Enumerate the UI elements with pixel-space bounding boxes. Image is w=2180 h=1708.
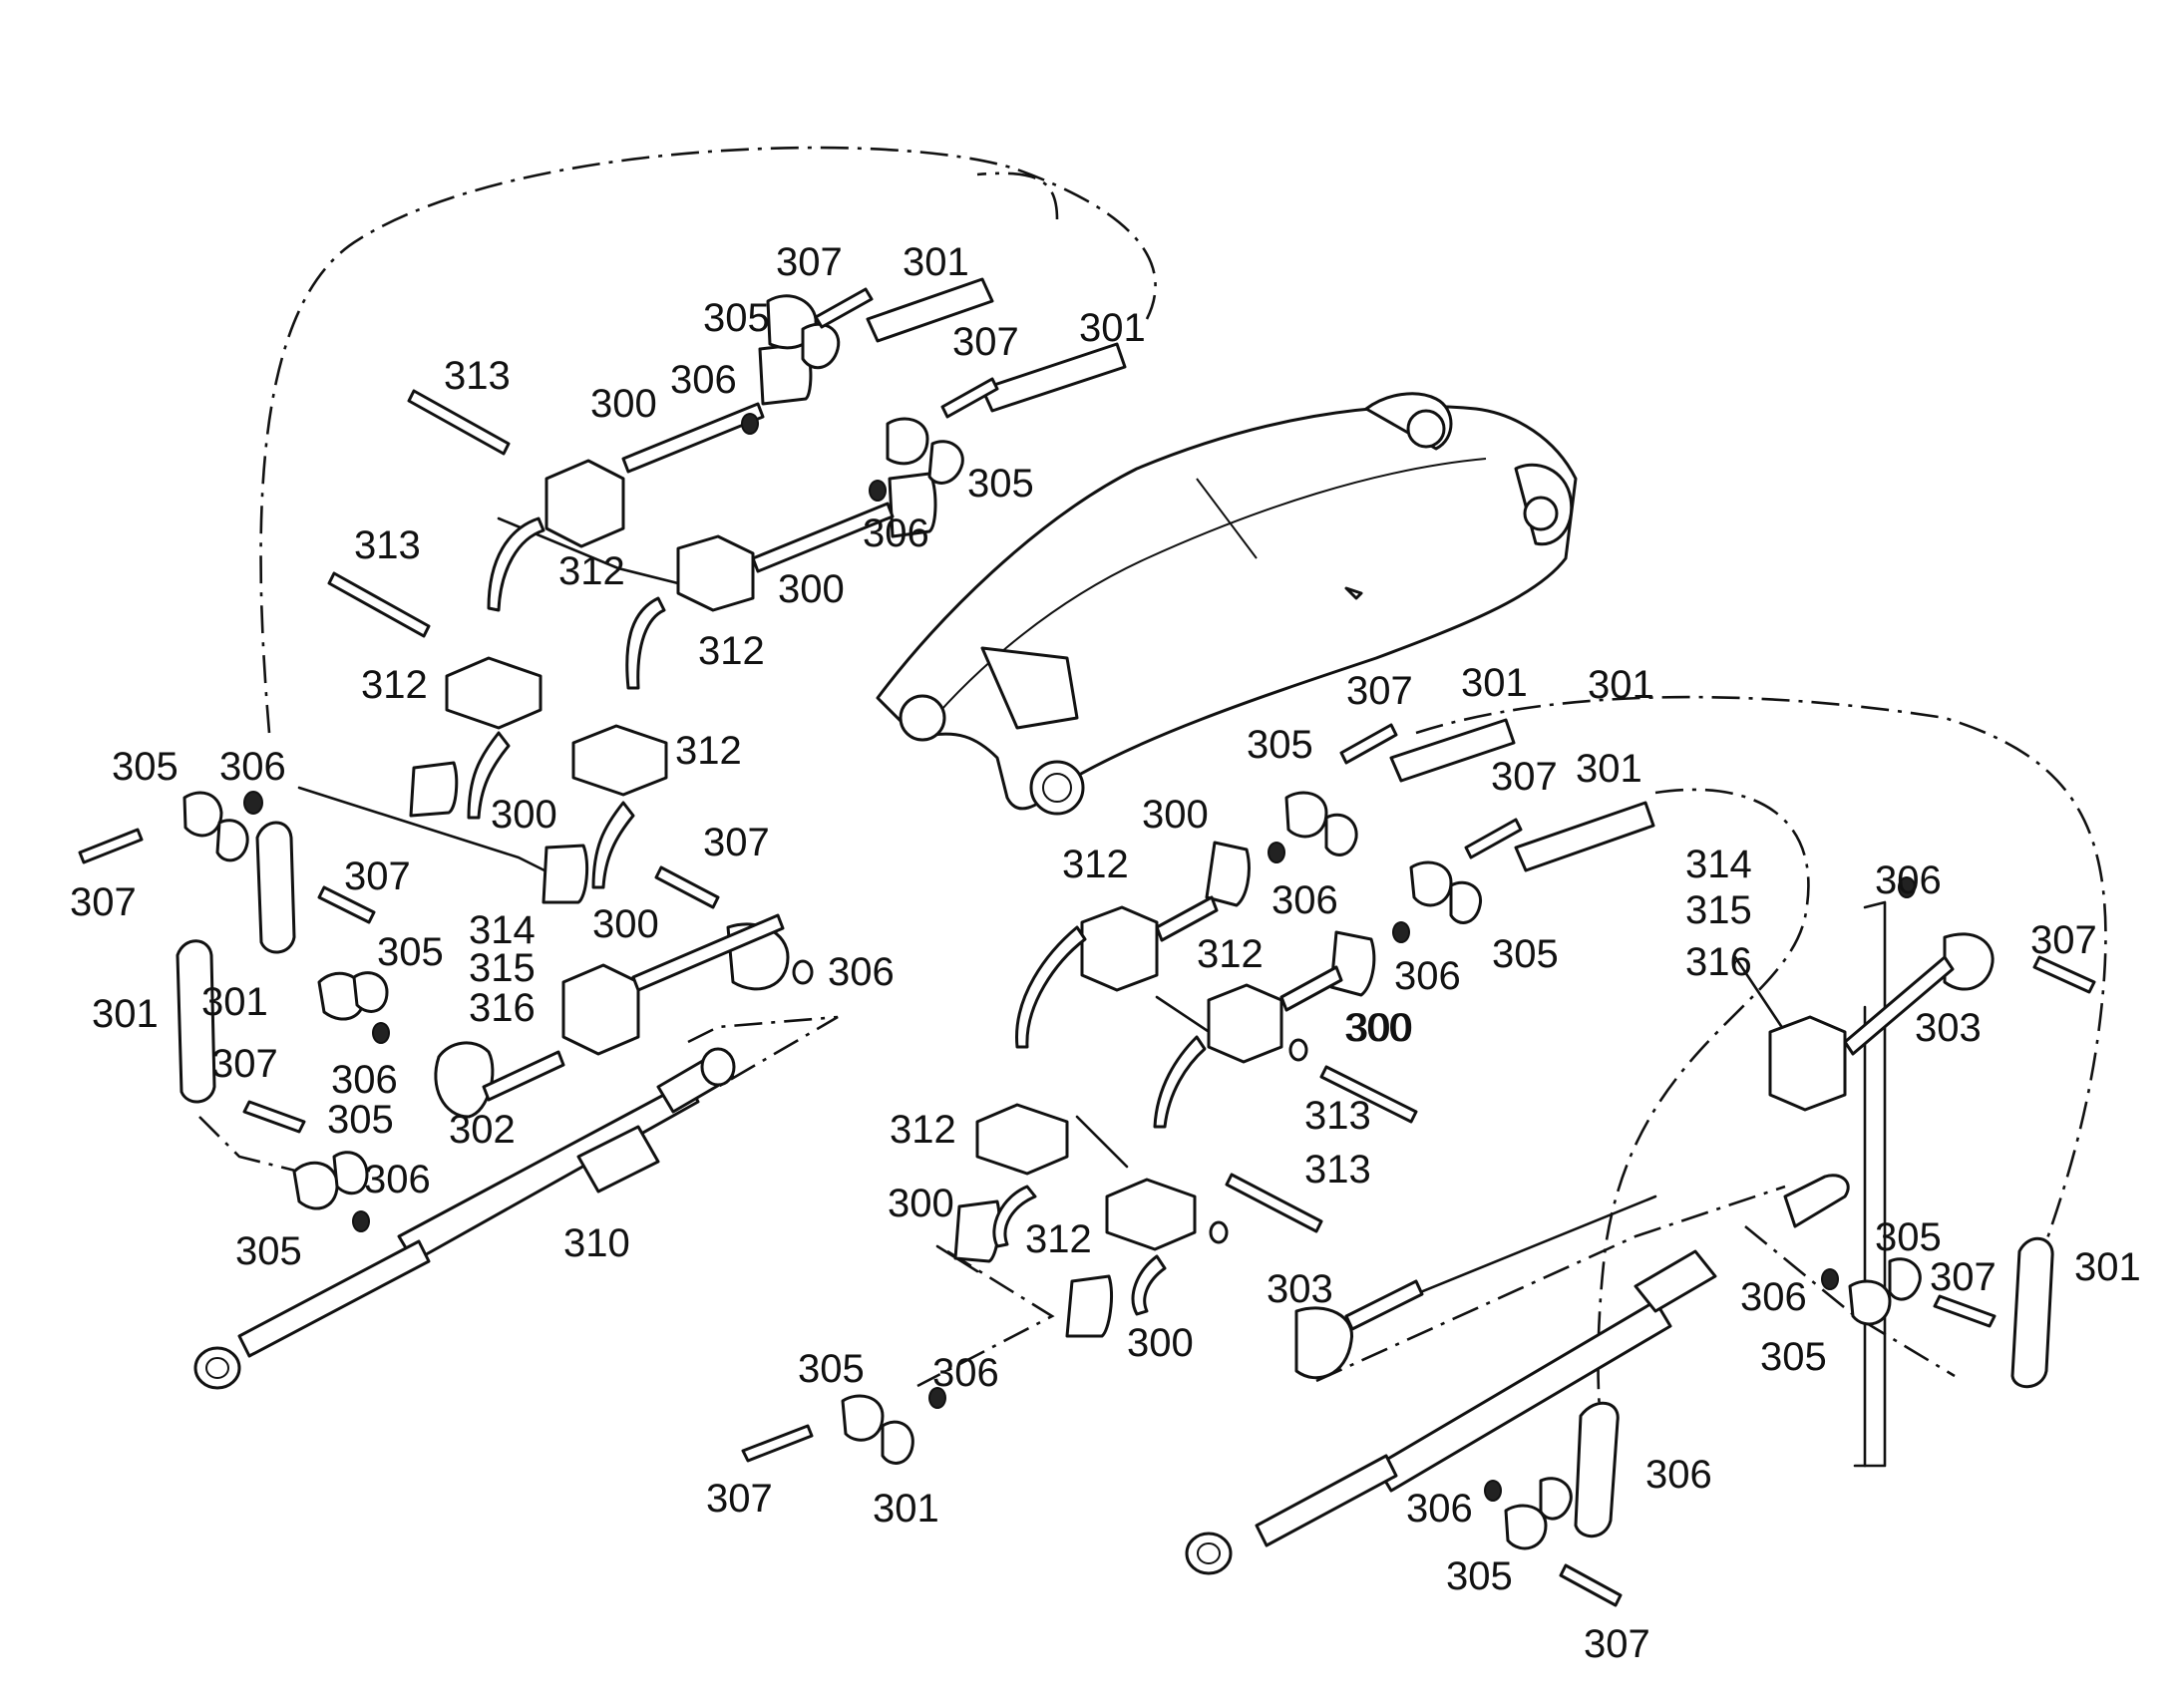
clamp-blocks [445, 459, 1847, 1251]
label: 300 [491, 793, 557, 837]
label: 301 [92, 992, 159, 1036]
label: 300 [1346, 1006, 1413, 1050]
label: 306 [863, 512, 929, 555]
label: 300 [590, 382, 657, 426]
flanges [409, 342, 1995, 1380]
label: 312 [558, 549, 625, 593]
label: 307 [70, 880, 137, 924]
label: 313 [444, 354, 511, 398]
label: 307 [2030, 918, 2097, 962]
label: 316 [1685, 940, 1752, 984]
label: 312 [361, 663, 428, 707]
label: 305 [1760, 1335, 1827, 1379]
label: 301 [2074, 1245, 2141, 1289]
label: 300 [1127, 1321, 1194, 1365]
bolts [78, 287, 2096, 1607]
label: 301 [1079, 306, 1146, 350]
label: 302 [449, 1108, 516, 1152]
label: 307 [776, 240, 843, 284]
label: 305 [1446, 1554, 1513, 1598]
label: 306 [219, 745, 286, 789]
label: 306 [1394, 954, 1461, 998]
label: 307 [1491, 755, 1558, 799]
label: 307 [952, 320, 1019, 364]
label: 310 [563, 1221, 630, 1265]
seals [243, 413, 1916, 1502]
label: 306 [1875, 858, 1942, 902]
label: 312 [1025, 1217, 1092, 1261]
label: 312 [1062, 843, 1129, 886]
label: 305 [1247, 723, 1313, 767]
label: 307 [1584, 1622, 1650, 1666]
label: 305 [112, 745, 179, 789]
label: 307 [344, 854, 411, 898]
label: 300 [1142, 793, 1209, 837]
label: 306 [1740, 1275, 1807, 1319]
label: 314 [469, 908, 536, 952]
label: 307 [211, 1042, 278, 1086]
label: 307 [706, 1477, 773, 1521]
label: 315 [1685, 888, 1752, 932]
label: 313 [1304, 1148, 1371, 1192]
label: 301 [903, 240, 969, 284]
label: 312 [1197, 932, 1264, 976]
label: 306 [364, 1158, 431, 1201]
label: 307 [1930, 1255, 1997, 1299]
routing-lines [198, 146, 2107, 1447]
label: 312 [675, 729, 742, 773]
label: 313 [1304, 1094, 1371, 1138]
tubes [482, 402, 1955, 1331]
half-clamps [182, 294, 1922, 1550]
label: 305 [1492, 932, 1559, 976]
label: 301 [1461, 661, 1528, 705]
label: 305 [967, 462, 1034, 506]
hoses [176, 277, 2054, 1538]
label: 313 [354, 523, 421, 567]
label: 314 [1685, 843, 1752, 886]
cylinder-right [1185, 1174, 1850, 1575]
label: 306 [1645, 1453, 1712, 1497]
label: 301 [873, 1487, 939, 1531]
label: 303 [1267, 1267, 1333, 1311]
label: 301 [1576, 747, 1642, 791]
label: 306 [331, 1058, 398, 1102]
cylinder-left [193, 1047, 736, 1390]
label: 307 [1346, 669, 1413, 713]
label: 305 [798, 1347, 865, 1391]
label: 300 [592, 902, 659, 946]
label: 312 [698, 629, 765, 673]
pipe-elbows [467, 516, 1207, 1316]
label: 300 [778, 567, 845, 611]
label: 305 [327, 1098, 394, 1142]
label: 306 [932, 1351, 999, 1395]
part-labels: 307 301 305 307 301 313 300 306 305 306 … [70, 240, 2141, 1666]
label: 303 [1915, 1006, 1982, 1050]
label: 306 [670, 358, 737, 402]
label: 306 [1406, 1487, 1473, 1531]
label: 301 [201, 980, 268, 1024]
label: 300 [1344, 1006, 1411, 1050]
label: 305 [703, 296, 770, 340]
label: 312 [890, 1108, 956, 1152]
label: 305 [235, 1229, 302, 1273]
label: 305 [1875, 1215, 1942, 1259]
label: 300 [888, 1182, 954, 1225]
boom-arm [876, 392, 1578, 816]
label: 316 [469, 986, 536, 1030]
label: 315 [469, 946, 536, 990]
label: 306 [828, 950, 895, 994]
label: 306 [1272, 878, 1338, 922]
label: 301 [1588, 663, 1654, 707]
label: 305 [377, 930, 444, 974]
label: 307 [703, 821, 770, 864]
